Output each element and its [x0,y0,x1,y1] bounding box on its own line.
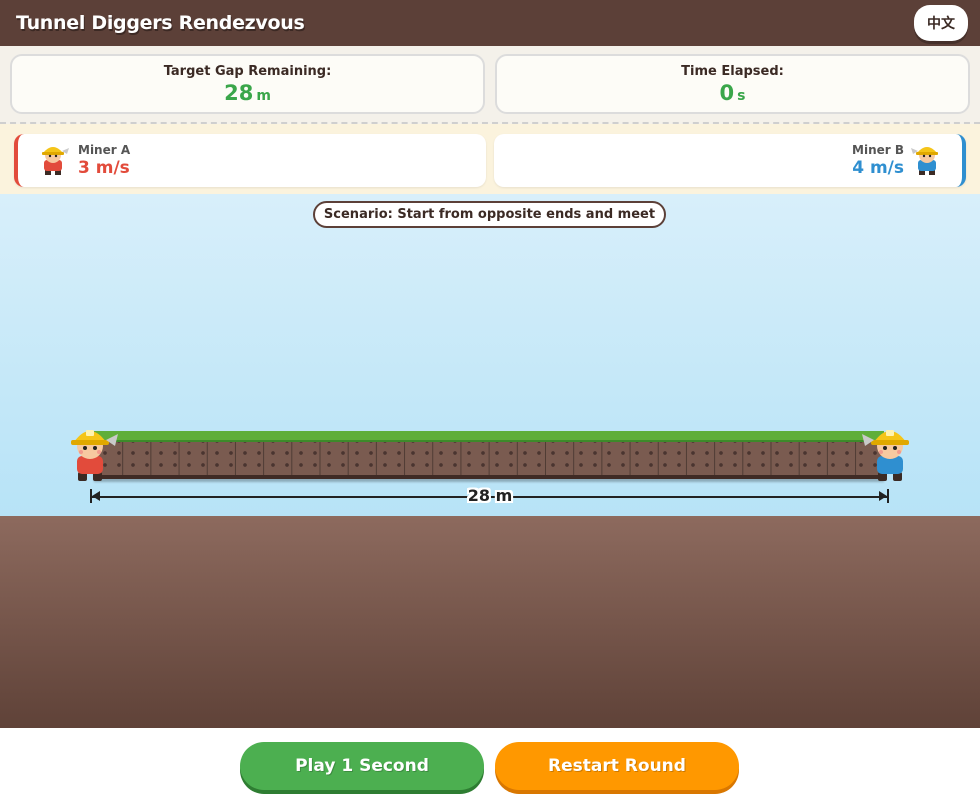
distance-arrow-left-icon [92,491,100,501]
miner-b-card: Miner B 4 m/s [494,134,966,187]
miner-b-speed: 4 m/s [852,158,904,178]
distance-tick-right [887,489,889,503]
gap-remaining-unit: m [256,88,271,104]
miner-a-name: Miner A [78,143,131,157]
app-title: Tunnel Diggers Rendezvous [16,12,305,34]
miners-panel: Miner A 3 m/s Miner B 4 m/s [0,124,980,194]
miner-a-card: Miner A 3 m/s [14,134,486,187]
scenario-badge: Scenario: Start from opposite ends and m… [313,201,666,228]
time-elapsed-number: 0 [719,81,735,105]
tunnel-track [94,431,884,479]
divider [0,122,980,124]
time-elapsed-label: Time Elapsed: [681,64,784,79]
miner-a-character-icon [71,430,118,481]
miner-b-avatar-icon [911,147,938,175]
miner-a-avatar-icon [42,147,69,175]
gap-remaining-number: 28 [224,81,254,105]
restart-round-button[interactable]: Restart Round [495,742,739,790]
distance-label: 28 m [467,486,513,505]
time-elapsed-unit: s [737,88,746,104]
gap-remaining-label: Target Gap Remaining: [163,64,332,79]
app-header: Tunnel Diggers Rendezvous 中文 [0,0,980,46]
distance-arrow-right-icon [879,491,887,501]
distance-line [91,496,889,498]
miner-b-name: Miner B [852,143,904,157]
distance-tick-left [90,489,92,503]
ground-background [0,516,980,728]
play-one-second-button[interactable]: Play 1 Second [240,742,484,790]
language-toggle-button[interactable]: 中文 [914,5,968,41]
controls-bar: Play 1 Second Restart Round [0,728,980,798]
miner-b-character-icon [862,430,909,481]
miner-a-speed: 3 m/s [78,158,130,178]
